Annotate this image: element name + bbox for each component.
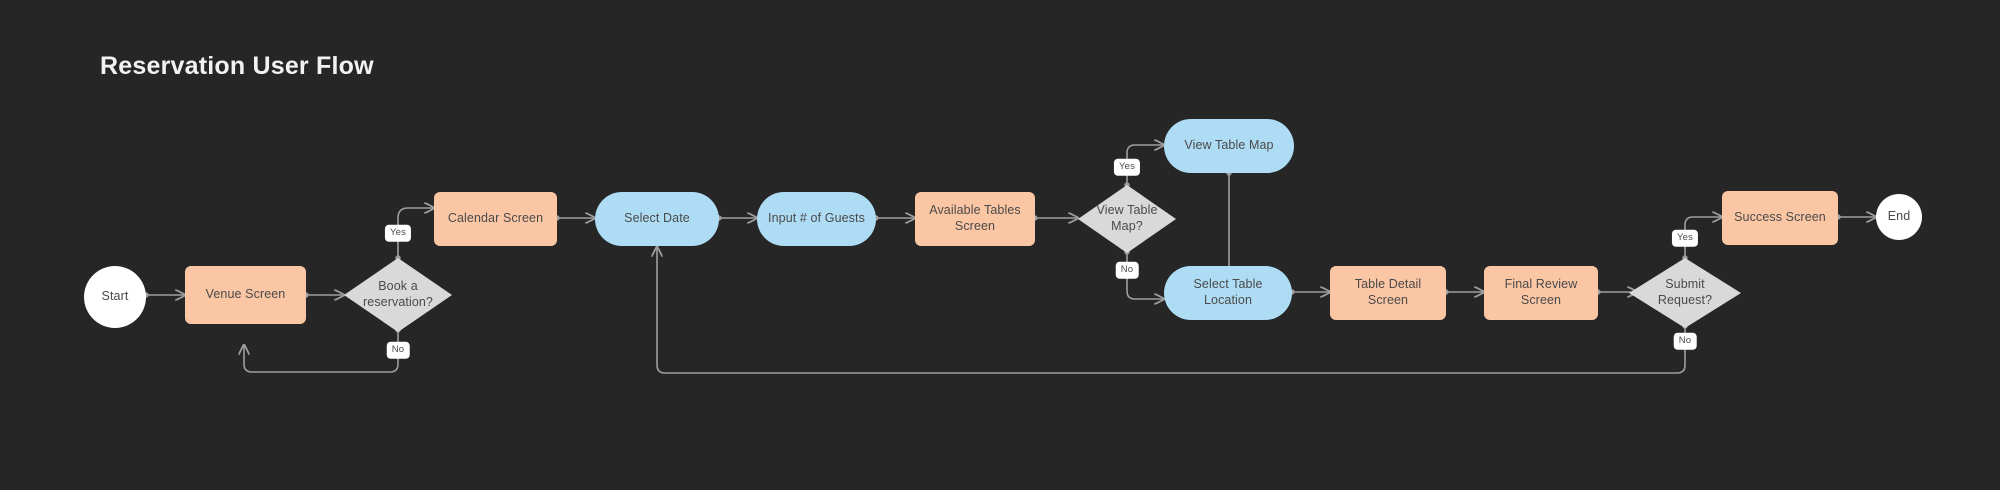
node-book-reservation-decision[interactable]: Book a reservation? (344, 258, 452, 332)
node-venue-screen-label: Venue Screen (205, 287, 286, 302)
edge-label-submit-no: No (1673, 332, 1697, 350)
node-end-label: End (1887, 209, 1911, 224)
node-final-review-screen-label: Final Review Screen (1504, 277, 1578, 307)
edge-label-viewmap-yes: Yes (1113, 158, 1141, 176)
node-end[interactable]: End (1876, 194, 1922, 240)
edge-viewmapq-yes-viewmap (1127, 145, 1164, 185)
edge-submitq-no-selectdate (657, 247, 1685, 374)
node-calendar-screen[interactable]: Calendar Screen (434, 192, 557, 246)
edge-label-viewmap-no: No (1115, 261, 1139, 279)
node-available-tables-screen[interactable]: Available Tables Screen (915, 192, 1035, 246)
page-title: Reservation User Flow (100, 52, 374, 80)
node-select-table-location[interactable]: Select Table Location (1164, 266, 1292, 320)
node-view-table-map-decision[interactable]: View Table Map? (1078, 185, 1176, 253)
edge-label-submit-yes: Yes (1671, 229, 1699, 247)
node-table-detail-screen-label: Table Detail Screen (1354, 277, 1422, 307)
edge-submitq-yes-success (1685, 217, 1722, 258)
node-start[interactable]: Start (84, 266, 146, 328)
edge-book-no-venue (244, 330, 398, 373)
node-view-table-map-label: View Table Map (1184, 138, 1274, 153)
node-available-tables-screen-label: Available Tables Screen (929, 203, 1021, 233)
node-success-screen-label: Success Screen (1734, 210, 1826, 225)
node-input-guests-label: Input # of Guests (768, 211, 865, 226)
node-select-table-location-label: Select Table Location (1193, 277, 1263, 307)
node-select-date[interactable]: Select Date (595, 192, 719, 246)
node-venue-screen[interactable]: Venue Screen (185, 266, 306, 324)
node-final-review-screen[interactable]: Final Review Screen (1484, 266, 1598, 320)
node-table-detail-screen[interactable]: Table Detail Screen (1330, 266, 1446, 320)
node-select-date-label: Select Date (624, 211, 690, 226)
node-submit-request-decision[interactable]: Submit Request? (1629, 258, 1741, 328)
node-success-screen[interactable]: Success Screen (1722, 191, 1838, 245)
edge-label-book-yes: Yes (384, 224, 412, 242)
node-start-label: Start (101, 289, 129, 304)
node-calendar-screen-label: Calendar Screen (447, 211, 544, 226)
node-input-guests[interactable]: Input # of Guests (757, 192, 876, 246)
diamond-shape (1078, 185, 1176, 253)
edge-label-book-no: No (386, 341, 410, 359)
diamond-shape (344, 258, 452, 332)
edge-book-yes-calendar (398, 208, 434, 258)
diamond-shape (1629, 258, 1741, 328)
node-view-table-map[interactable]: View Table Map (1164, 119, 1294, 173)
